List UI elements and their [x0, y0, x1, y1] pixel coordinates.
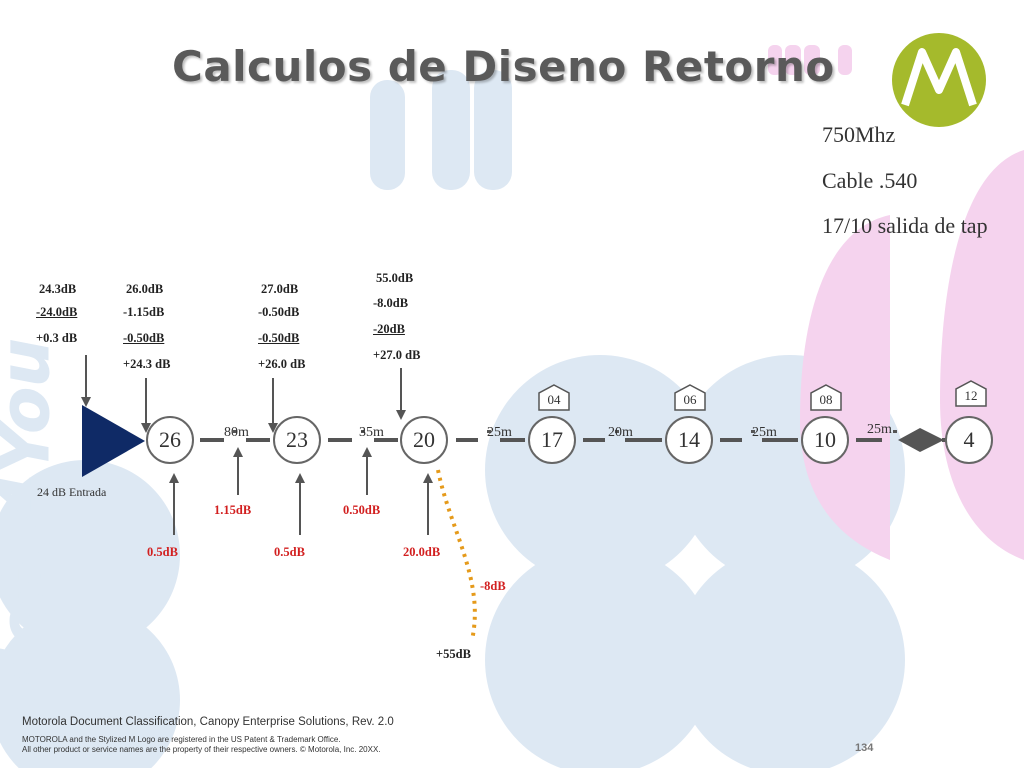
- background-blobs: [0, 70, 905, 768]
- loss-20db: 20.0dB: [403, 545, 441, 559]
- measurement-arrows: [81, 355, 433, 535]
- footer-trademark-2: All other product or service names are t…: [22, 745, 381, 754]
- tap-08: 08: [819, 392, 833, 407]
- calc-col2-line2: -1.15dB: [123, 305, 165, 319]
- distance-20m: 20m: [608, 425, 633, 440]
- page-number: 134: [855, 742, 874, 754]
- distance-80m: 80m: [224, 425, 249, 440]
- node-14: 14: [665, 416, 713, 464]
- calc-col4-line2: -8.0dB: [373, 296, 409, 310]
- loss-1-15db: 1.15dB: [214, 503, 252, 517]
- terminator-diamond: [898, 428, 944, 452]
- calc-col2-line1: 26.0dB: [126, 282, 164, 296]
- node-4: 4: [945, 416, 993, 464]
- calc-col3-line3: -0.50dB: [258, 331, 300, 345]
- motorola-logo-icon: [892, 33, 986, 127]
- loss-minus-8db: -8dB: [480, 579, 506, 593]
- entrada-label: 24 dB Entrada: [37, 485, 107, 499]
- loss-0-5db-b: 0.5dB: [274, 545, 305, 559]
- page-title: Calculos de Diseno Retorno: [172, 42, 835, 91]
- tap-04: 04: [547, 392, 561, 407]
- node-10: 10: [801, 416, 849, 464]
- spec-frequency: 750Mhz: [822, 122, 896, 147]
- injection-label: +55dB: [436, 647, 471, 661]
- distance-25m-a: 25m: [487, 425, 512, 440]
- node-23: 23: [273, 416, 321, 464]
- node-20: 20: [400, 416, 448, 464]
- calc-col3-line1: 27.0dB: [261, 282, 299, 296]
- distance-25m-c: 25m: [867, 422, 892, 437]
- amplifier-triangle: [82, 405, 145, 477]
- loss-0-5db-a: 0.5dB: [147, 545, 178, 559]
- spec-cable: Cable .540: [822, 168, 918, 193]
- distance-25m-b: 25m: [752, 425, 777, 440]
- loss-0-50db: 0.50dB: [343, 503, 381, 517]
- footer-classification: Motorola Document Classification, Canopy…: [22, 716, 394, 728]
- node-17: 17: [528, 416, 576, 464]
- motorola-m-mark: [901, 48, 977, 107]
- distance-35m: 35m: [359, 425, 384, 440]
- spec-tap-output: 17/10 salida de tap: [822, 213, 988, 238]
- calc-col1-line3: +0.3 dB: [36, 331, 78, 345]
- tap-12: 12: [964, 388, 978, 403]
- footer-trademark-1: MOTOROLA and the Stylized M Logo are reg…: [22, 735, 341, 744]
- tap-06: 06: [683, 392, 697, 407]
- tap-markers: [538, 380, 987, 411]
- calc-col1-line2: -24.0dB: [36, 305, 78, 319]
- node-26: 26: [146, 416, 194, 464]
- calc-col4-line3: -20dB: [373, 322, 405, 336]
- watermark-text: Moto4You: [0, 338, 65, 715]
- connector-dots: [233, 430, 897, 433]
- calc-col1-line1: 24.3dB: [39, 282, 77, 296]
- injection-dotted-line: [436, 469, 477, 641]
- calc-col4-line1: 55.0dB: [376, 271, 414, 285]
- calc-col3-line4: +26.0 dB: [258, 357, 306, 371]
- calc-col4-line4: +27.0 dB: [373, 348, 421, 362]
- calc-col3-line2: -0.50dB: [258, 305, 300, 319]
- calc-col2-line3: -0.50dB: [123, 331, 165, 345]
- calc-col2-line4: +24.3 dB: [123, 357, 171, 371]
